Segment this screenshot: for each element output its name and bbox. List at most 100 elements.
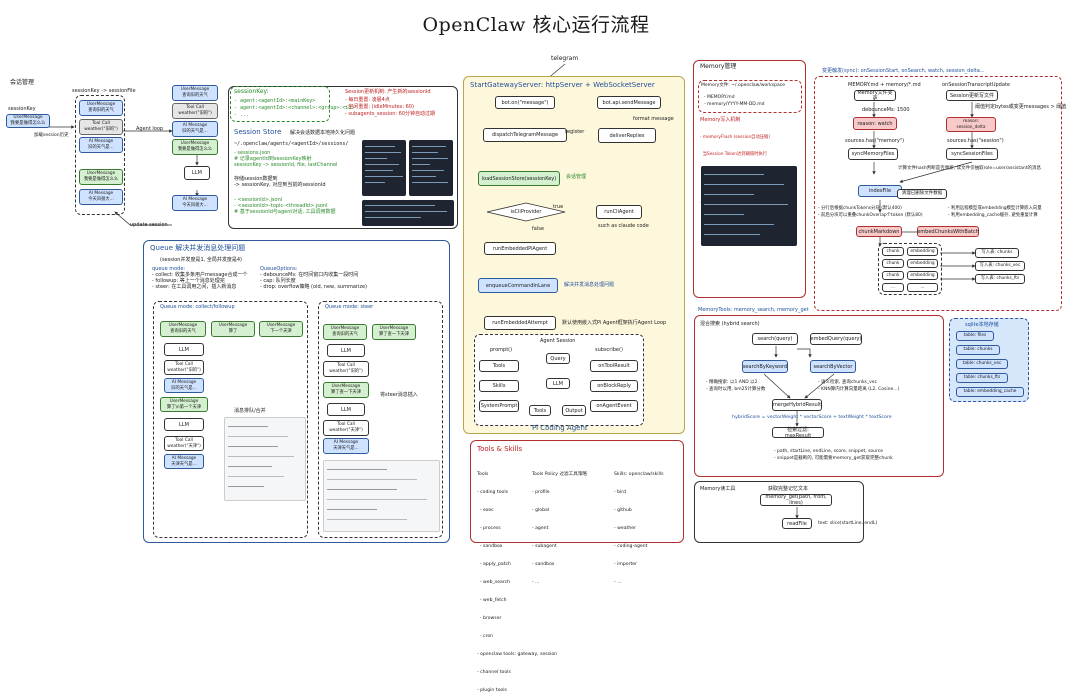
center-llm: LLM <box>546 378 570 389</box>
tools-col-2-item: - agent <box>532 526 549 531</box>
steer-msg-1: UserMessage 查询旧的天气 <box>323 324 367 340</box>
tools-col-3-item: - bird <box>614 490 627 495</box>
read-note: text: slice(startLine, endL) <box>818 521 878 526</box>
telegram-label: telegram <box>551 55 579 62</box>
run-attempt-node: runEmbeddedAttempt <box>484 316 556 330</box>
session-update-line-1: - 每日重置: 凌晨4点 <box>345 97 390 103</box>
sources-session-label: sources.has("session") <box>947 138 1004 144</box>
steer-chain-1: LLM <box>327 344 365 357</box>
followup-panel <box>153 301 308 538</box>
tools-col-3-item: - importer <box>614 562 638 567</box>
filter-node: 检索过滤: maxResult <box>772 427 824 439</box>
queue-modes-label: queue mode: <box>152 266 186 272</box>
chunk-cell: chunk <box>882 247 904 256</box>
debounce-label: debounceMs: 1500 <box>862 107 910 113</box>
steer-chain-4: LLM <box>327 403 365 416</box>
mem-session-update: onSessionTranscriptUpdate <box>942 82 1010 88</box>
memory-title: Memory管理 <box>700 63 737 70</box>
memory-get-panel <box>694 481 864 543</box>
embedding-cell: ... <box>907 283 938 292</box>
true-label: true <box>553 204 564 210</box>
sqlite-title: sqlite本地存储 <box>965 322 999 328</box>
tools-col-1-item: - plugin tools <box>477 688 507 693</box>
steer-chain-5: Tool Call weather("天津") <box>323 420 369 436</box>
terminal-screenshot-1 <box>362 140 406 196</box>
queue-title: Queue 解决并发消息处理问题 <box>150 244 246 252</box>
memory-screenshot <box>701 166 797 246</box>
attempt-note: 默认使用嵌入式Pi Agent框架执行Agent Loop <box>562 320 667 326</box>
page-title: OpenClaw 核心运行流程 <box>422 14 650 36</box>
bot-send-node: bot.api.sendMessage <box>597 96 661 109</box>
sqlite-table-fts: table: chunks_fts <box>956 373 1008 383</box>
sqlite-table-cache: table: embedding_cache <box>956 387 1024 397</box>
is-cli-label: isCliProvider <box>510 209 542 215</box>
write-vec-node: 写入表: chunks_vec <box>975 261 1025 271</box>
search-vector-node: searchByVector <box>810 360 856 373</box>
session-store-title: Session Store <box>234 128 282 136</box>
memory-tools-title: MemoryTools: memory_search, memory_get <box>698 307 809 313</box>
embedding-cell: embedding <box>907 247 938 256</box>
queue-sub: (session并发度是1, 全局并发度是4) <box>160 257 242 263</box>
store-line-1: - sessions.json <box>234 150 271 156</box>
session-file-label: sessionKey -> sessionFile <box>72 88 136 94</box>
chat1-message-1: UserMessage 查询旧的天气 <box>79 100 123 116</box>
mem-files-src: MEMORY.md + memory/*.md <box>848 82 921 88</box>
chat2-message-2: Tool Call weather("旧的") <box>172 103 218 119</box>
fu-chain-7: AI Message 天津天气是... <box>164 454 204 469</box>
tools-col-1-item: Tools <box>477 472 489 477</box>
sqlite-table-vec: table: chunks_vec <box>956 359 1008 369</box>
format-label: format message <box>633 116 674 122</box>
session-update-line-2: - 空闲重置: (idleMinutes: 60) <box>345 104 414 110</box>
run-cli-note: such as claude code <box>598 223 649 229</box>
memory-write-line: - memoryFlush (session自动压缩) <box>700 135 771 140</box>
user-message-card: UserMessage 我要是做得怎么么 <box>6 114 50 128</box>
sync-session-node: syncSessionFiles <box>946 148 998 160</box>
threshold-label: 阈值判定bytes或变更messages > 阈值 <box>975 104 1067 110</box>
sources-memory-label: sources.has("memory") <box>845 138 905 144</box>
chat1-message-2: Tool Call weather("旧的") <box>79 119 123 135</box>
chat-screenshot-1 <box>224 417 306 501</box>
sqlite-table-chunks: table: chunks <box>956 345 1000 355</box>
tools-col-1-item: - openclaw tools: gateway, session <box>477 652 558 657</box>
update-session-label: update session <box>130 222 168 228</box>
sub-agent-event: onAgentEvent <box>590 400 638 412</box>
embed-note-1: - 利用远程模型或embedding模型计算嵌入向量 <box>948 206 1042 211</box>
session-key-line-1: - agent:<agentId>:<mainKey> <box>234 98 316 104</box>
memory-tools-panel <box>694 315 944 477</box>
memory-get-sub: 获取完整记忆文本 <box>768 486 809 492</box>
session-section-label: 会话管理 <box>10 79 35 86</box>
queue-mode-2: - followup: 等上一个消息处理完 <box>152 278 225 284</box>
write-fts-node: 写入表: chunks_fts <box>975 274 1025 284</box>
tools-col-1-item: - browser <box>477 616 502 621</box>
hash-note: 计算文件hash判断是否更新, 读文件仅抽取role=user/assistan… <box>898 166 1041 171</box>
agent-loop-label: Agent loop <box>136 126 164 132</box>
vector-note-2: - KNN算内计算向量距离 (L2, Cosine...) <box>818 387 900 392</box>
queue-options-label: QueueOptions: <box>260 266 298 272</box>
fu-chain-4: UserMessage 算了\n第一个天津 <box>160 397 208 412</box>
center-output: Output <box>562 405 586 416</box>
steer-msg-2: UserMessage 算了查一下天津 <box>372 324 416 340</box>
session-key-line-2: - agent:<agentId>:<channel>:<group>:<id> <box>234 105 355 111</box>
store-line-3: sessionKey -> sessionId, file, lastChann… <box>234 162 338 168</box>
session-update-node: Session更新写文件 <box>946 90 998 101</box>
tools-col-3-item: - ... <box>614 580 622 585</box>
prompt-label: prompt() <box>490 347 513 353</box>
session-store-path: ~/.openclaw/agents/<agentId>/sessions/ <box>234 141 349 147</box>
index-file-node: indexFile <box>858 185 902 197</box>
session-key-label: sessionKey <box>8 106 36 112</box>
queue-option-2: - cap: 队列长度 <box>260 278 296 284</box>
agent-session-label: Agent Session <box>540 338 576 344</box>
prompt-skills: Skills <box>479 380 519 392</box>
tools-col-1-item: - web_fetch <box>477 598 507 603</box>
memory-get-node: memory_get(path, from, lines) <box>760 494 832 506</box>
terminal-screenshot-3 <box>362 200 454 226</box>
load-history-label: 加载session历史 <box>34 133 69 138</box>
followup-title: Queue mode: collect/followup <box>160 304 235 310</box>
chunk-note-1: - 分行后根据chunkTokens分块 (默认400) <box>818 206 902 211</box>
chat2-message-6: AI Message 今天风很大... <box>172 195 218 211</box>
memory-write-label: Memory写入机制 <box>700 117 741 123</box>
sub-block-reply: onBlockReply <box>590 380 638 392</box>
queue-panel <box>143 240 450 543</box>
sync-panel <box>814 76 1062 311</box>
search-query-node: search(query) <box>752 333 798 345</box>
